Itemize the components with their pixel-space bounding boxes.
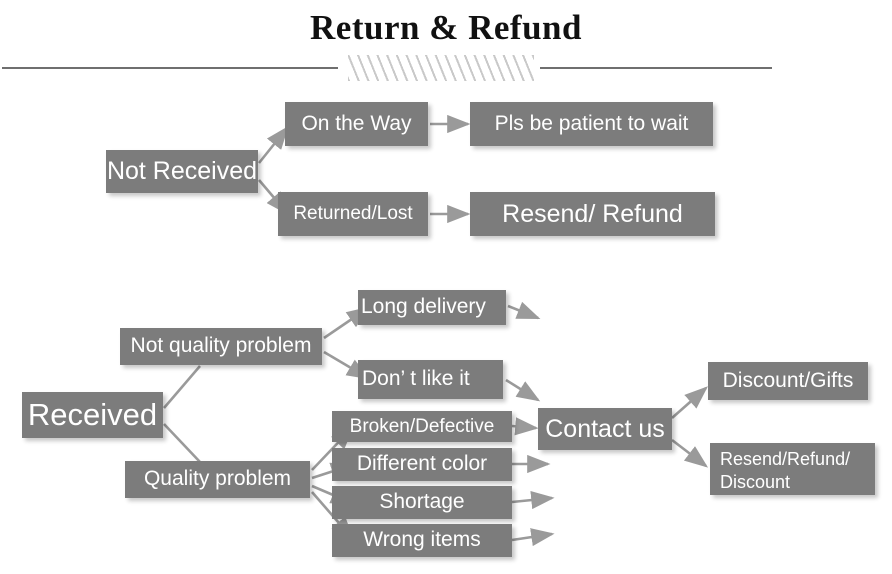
node-wrong-items[interactable]: Wrong items: [332, 524, 512, 557]
node-returned-lost[interactable]: Returned/Lost: [278, 192, 428, 236]
divider-rule-right: [540, 67, 772, 69]
node-long-delivery[interactable]: Long delivery: [358, 290, 506, 325]
node-discount-gifts[interactable]: Discount/Gifts: [708, 362, 868, 400]
node-resend-refund-discount[interactable]: Resend/Refund/ Discount: [710, 443, 875, 495]
node-not-quality-problem[interactable]: Not quality problem: [120, 328, 322, 365]
node-quality-problem[interactable]: Quality problem: [125, 461, 310, 498]
node-shortage[interactable]: Shortage: [332, 486, 512, 519]
node-different-color[interactable]: Different color: [332, 448, 512, 481]
node-on-the-way[interactable]: On the Way: [285, 102, 428, 146]
node-not-received[interactable]: Not Received: [106, 150, 258, 193]
node-resend-refund[interactable]: Resend/ Refund: [470, 192, 715, 236]
node-broken-defective[interactable]: Broken/Defective: [332, 411, 512, 442]
node-contact-us[interactable]: Contact us: [538, 408, 672, 450]
diagonal-hatch-divider-icon: [348, 55, 534, 81]
node-received[interactable]: Received: [22, 392, 163, 438]
node-dont-like-it[interactable]: Don’ t like it: [358, 360, 503, 399]
page-title: Return & Refund: [310, 8, 582, 47]
node-pls-be-patient-to-wait[interactable]: Pls be patient to wait: [470, 102, 713, 146]
divider-rule-left: [2, 67, 338, 69]
